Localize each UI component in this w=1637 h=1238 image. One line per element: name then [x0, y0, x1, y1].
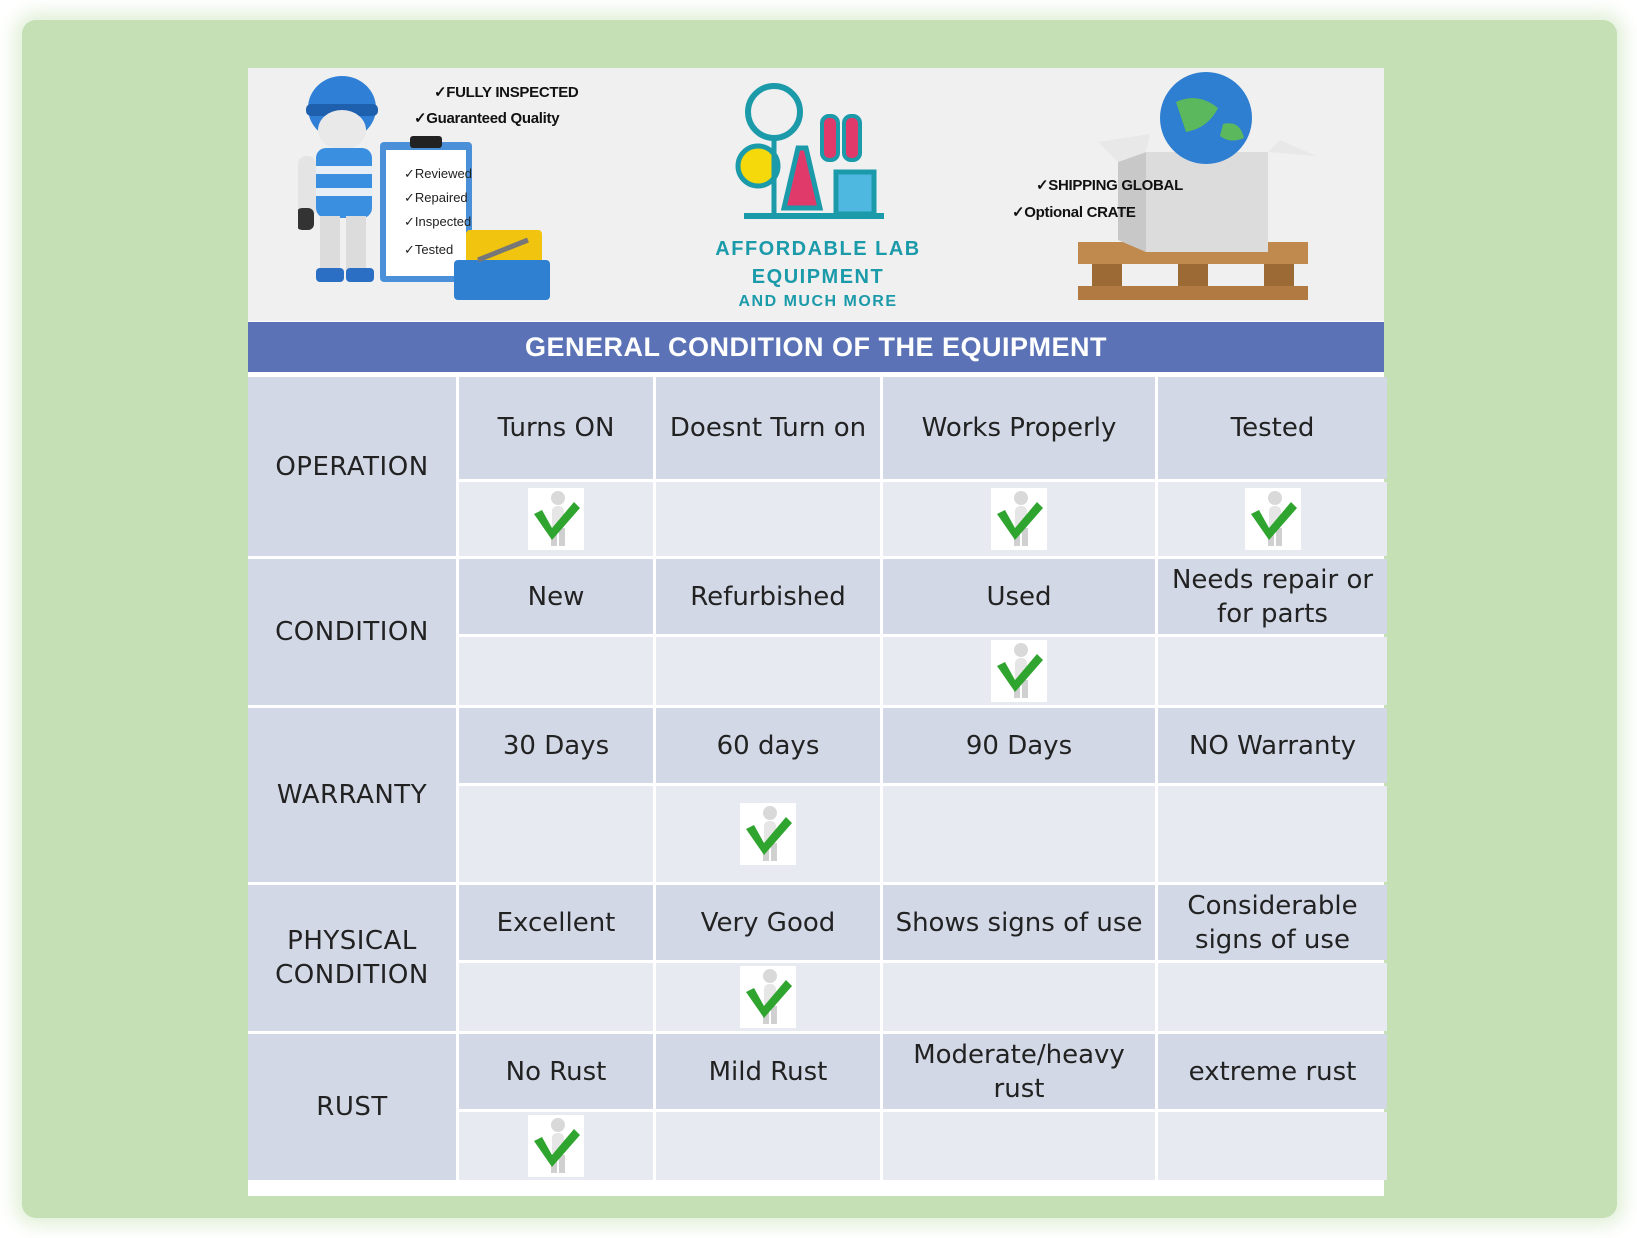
condition-panel: ✓FULLY INSPECTED ✓Guaranteed Quality ✓Re… [248, 68, 1387, 1196]
checkmark-row [248, 482, 1387, 556]
checkmark-cell [656, 963, 880, 1031]
option-label: Shows signs of use [883, 885, 1155, 960]
worker-illustration-icon [298, 76, 550, 300]
checkmark-row [248, 637, 1387, 705]
option-label: Turns ON [459, 377, 653, 479]
checkmark-cell [1158, 963, 1387, 1031]
header-banner: ✓FULLY INSPECTED ✓Guaranteed Quality ✓Re… [248, 68, 1384, 321]
checkmark-cell [883, 1112, 1155, 1180]
checkmark-cell [459, 1112, 653, 1180]
clipboard-item-4: ✓Tested [404, 242, 454, 257]
row-label: WARRANTY [248, 708, 456, 882]
checkmark-cell [656, 786, 880, 882]
checkmark-cell [656, 637, 880, 705]
option-label: NO Warranty [1158, 708, 1387, 783]
row-label: CONDITION [248, 559, 456, 705]
checkmark-figure-icon [991, 488, 1047, 550]
checkmark-row [248, 963, 1387, 1031]
clipboard-item-3: ✓Inspected [404, 214, 472, 229]
checkmark-cell [656, 482, 880, 556]
option-label: Needs repair or for parts [1158, 559, 1387, 634]
brand-line-3: AND MUCH MORE [738, 293, 898, 310]
checkmark-cell [656, 1112, 880, 1180]
option-label: Tested [1158, 377, 1387, 479]
checkmark-figure-icon [740, 803, 796, 865]
checkmark-cell [883, 482, 1155, 556]
option-label: extreme rust [1158, 1034, 1387, 1109]
option-label: Very Good [656, 885, 880, 960]
option-label: 60 days [656, 708, 880, 783]
checkmark-cell [1158, 786, 1387, 882]
checkmark-cell [883, 963, 1155, 1031]
option-label: Works Properly [883, 377, 1155, 479]
checkmark-row [248, 786, 1387, 882]
clipboard-item-1: ✓Reviewed [404, 166, 472, 181]
left-check-1: ✓FULLY INSPECTED [434, 84, 579, 101]
option-label: Mild Rust [656, 1034, 880, 1109]
checkmark-cell [459, 637, 653, 705]
option-label: 90 Days [883, 708, 1155, 783]
checkmark-figure-icon [528, 1115, 584, 1177]
checkmark-figure-icon [991, 640, 1047, 702]
checkmark-figure-icon [740, 966, 796, 1028]
checkmark-row [248, 1112, 1387, 1180]
option-label: Refurbished [656, 559, 880, 634]
table-title: GENERAL CONDITION OF THE EQUIPMENT [248, 322, 1384, 372]
checkmark-cell [1158, 482, 1387, 556]
right-check-1: ✓SHIPPING GLOBAL [1036, 177, 1183, 194]
option-label: Doesnt Turn on [656, 377, 880, 479]
brand-line-2: EQUIPMENT [751, 266, 885, 288]
checkmark-cell [459, 482, 653, 556]
left-check-2: ✓Guaranteed Quality [414, 110, 560, 127]
checkmark-cell [883, 637, 1155, 705]
option-label: Considerable signs of use [1158, 885, 1387, 960]
clipboard-item-2: ✓Repaired [404, 190, 468, 205]
option-label: Excellent [459, 885, 653, 960]
option-label: Used [883, 559, 1155, 634]
right-check-2: ✓Optional CRATE [1012, 204, 1136, 221]
checkmark-figure-icon [528, 488, 584, 550]
option-label: 30 Days [459, 708, 653, 783]
row-label: RUST [248, 1034, 456, 1180]
row-label: OPERATION [248, 377, 456, 556]
checkmark-figure-icon [1244, 488, 1301, 550]
checkmark-cell [1158, 637, 1387, 705]
checkmark-cell [459, 963, 653, 1031]
option-label: New [459, 559, 653, 634]
option-label: Moderate/heavy rust [883, 1034, 1155, 1109]
brand-line-1: AFFORDABLE LAB [715, 238, 921, 260]
globe-box-pallet-icon [1078, 72, 1316, 300]
checkmark-cell [459, 786, 653, 882]
checkmark-cell [883, 786, 1155, 882]
lab-flask-logo-icon [735, 83, 884, 219]
checkmark-cell [1158, 1112, 1387, 1180]
row-label: PHYSICAL CONDITION [248, 885, 456, 1031]
option-label: No Rust [459, 1034, 653, 1109]
